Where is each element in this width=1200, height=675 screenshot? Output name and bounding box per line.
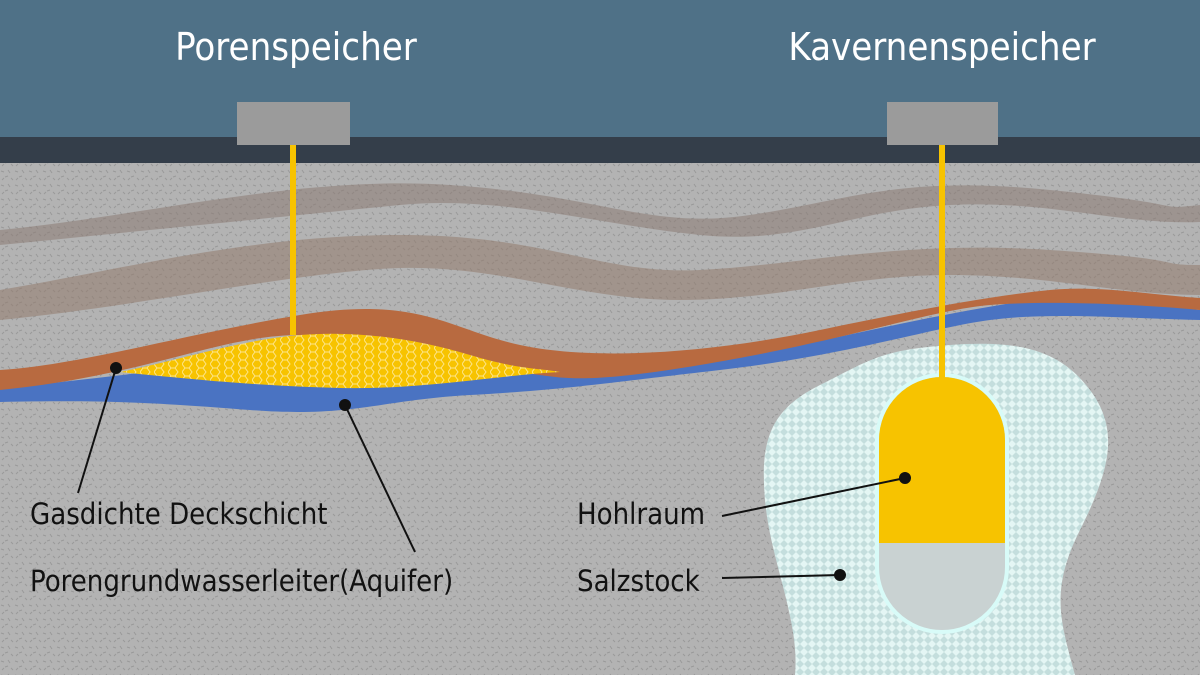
label-aquifer: Porengrundwasserleiter(Aquifer): [30, 564, 453, 598]
rock-stratum-lower: [0, 235, 1200, 320]
sky-band: [0, 0, 1200, 137]
leader-lines: [77, 362, 911, 581]
label-cavity: Hohlraum: [577, 497, 705, 531]
rock-stratum-upper: [0, 183, 1200, 245]
wellhead-right: [887, 102, 998, 145]
stored-gas-pores: [120, 333, 560, 389]
well-pipe-right: [939, 145, 945, 380]
title-kavernenspeicher: Kavernenspeicher: [788, 25, 1096, 69]
surface-strip: [0, 137, 1200, 163]
wellhead-left: [237, 102, 350, 145]
cap-rock-layer: [0, 288, 1200, 390]
title-porenspeicher: Porenspeicher: [175, 25, 418, 69]
label-cap-rock: Gasdichte Deckschicht: [30, 497, 328, 531]
cavern: [875, 373, 1009, 634]
label-salt-dome: Salzstock: [577, 564, 701, 598]
well-pipe-left: [290, 145, 296, 335]
